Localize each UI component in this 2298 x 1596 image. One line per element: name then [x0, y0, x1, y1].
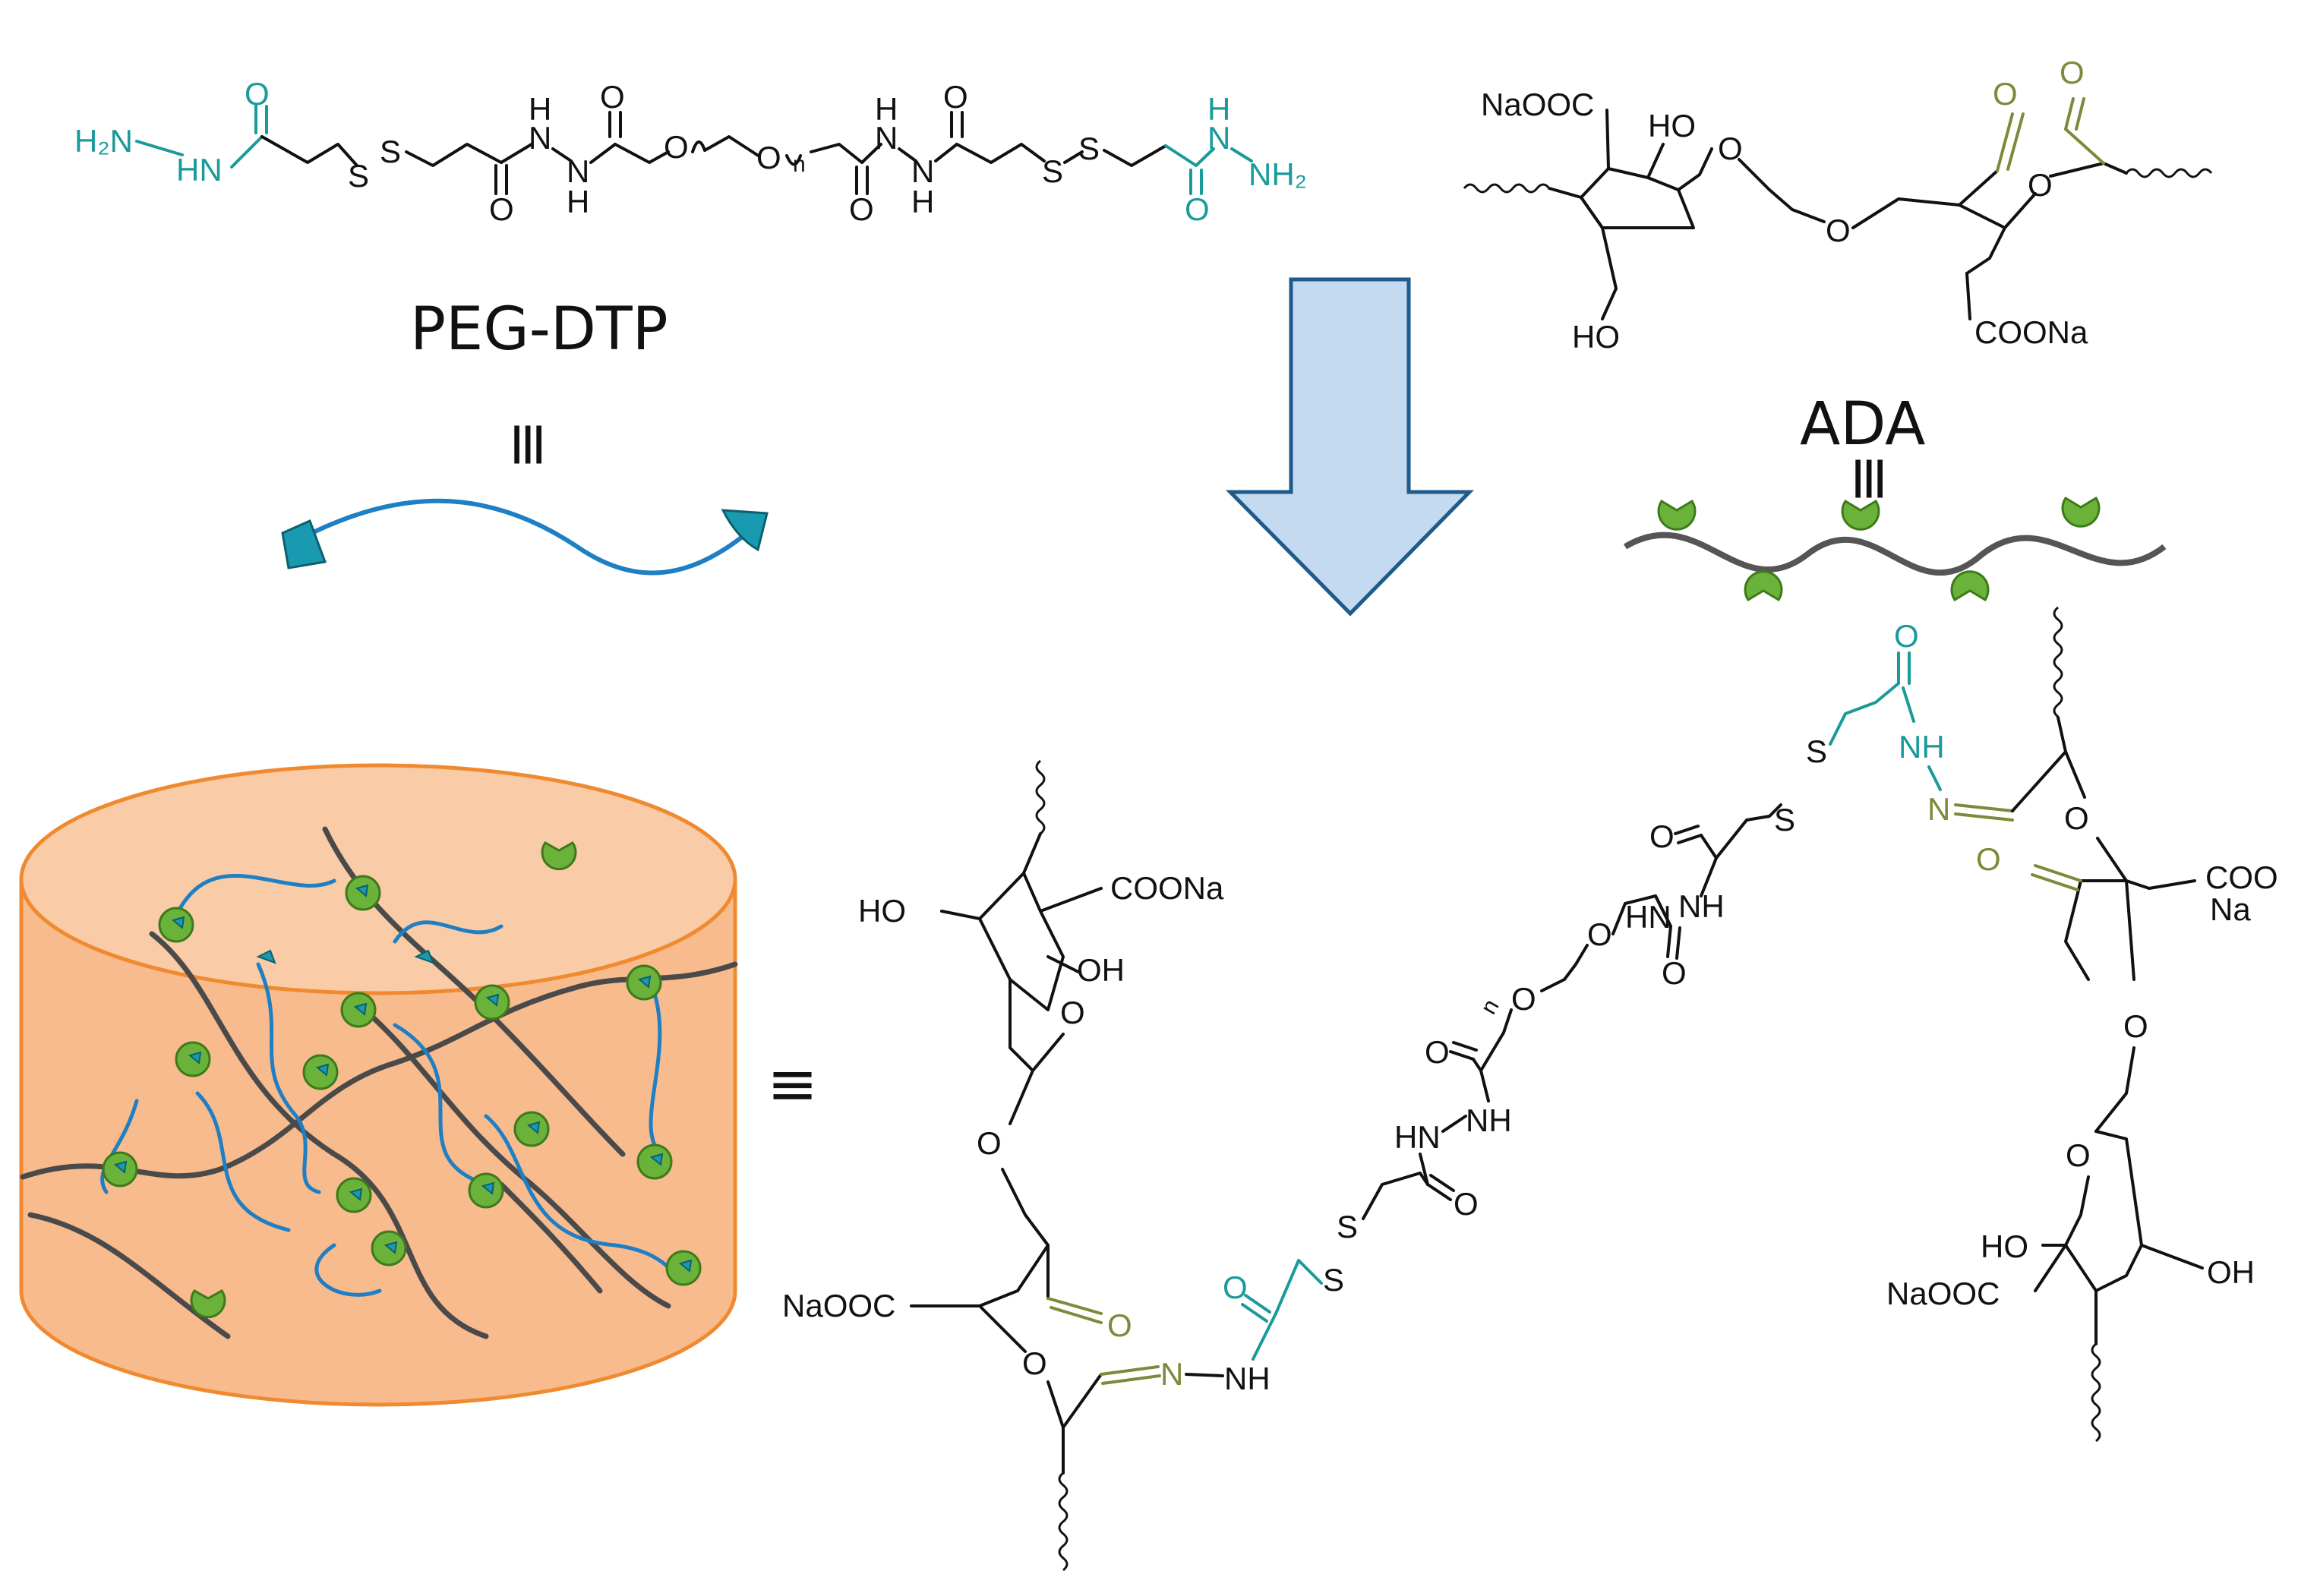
ada-bead-3: [2061, 496, 2101, 528]
atom-s-1: S: [348, 158, 369, 194]
atom-s-2: S: [380, 134, 401, 169]
atom-o-1: O: [245, 76, 270, 112]
atom-n-3: N: [875, 120, 898, 156]
net-mid-nh: NH: [1466, 1102, 1512, 1138]
net-right-ring-o-2: O: [2066, 1137, 2091, 1173]
net-left-ho: HO: [858, 893, 906, 929]
reaction-arrow: [1226, 277, 1474, 617]
peg-dtp-label: PEG-DTP: [410, 295, 668, 364]
ada-equiv-sign: ≡: [1836, 453, 1906, 504]
net-mid-o-3: O: [1511, 981, 1536, 1017]
atom-s-3: S: [1042, 153, 1063, 189]
net-left-ring-o: O: [1060, 995, 1085, 1030]
atom-h-2: H: [567, 184, 589, 219]
net-left-bridge-o: O: [977, 1125, 1002, 1161]
net-left-s-2: S: [1337, 1209, 1358, 1244]
peg-end-cap-right: [721, 509, 769, 552]
atom-o-2: O: [489, 191, 514, 227]
network-equiv-sign: ≡: [767, 1049, 818, 1119]
ada-ho-bottom: HO: [1572, 319, 1620, 355]
peg-equiv-sign: ≡: [494, 419, 565, 470]
ada-bead-4: [1744, 570, 1783, 602]
net-left-coona: COONa: [1110, 870, 1224, 906]
net-right-bridge-o: O: [2123, 1008, 2148, 1044]
ada-structure: NaOOC HO O HO O O COONa O O: [1463, 55, 2213, 355]
net-left-oh: OH: [1077, 952, 1125, 988]
ada-bead-2: [1841, 499, 1880, 531]
atom-n-1: N: [529, 120, 551, 156]
ada-label: ADA: [1800, 390, 1925, 459]
peg-end-cap-left: [281, 519, 327, 569]
atom-h-3: H: [875, 91, 898, 127]
ada-bead-5: [1950, 570, 1990, 602]
net-left-imine-n: N: [1160, 1356, 1183, 1392]
atom-nh2: NH₂: [1248, 156, 1307, 192]
atom-n-2: N: [567, 153, 589, 189]
ada-ho-top: HO: [1648, 108, 1696, 144]
atom-o-6: O: [849, 191, 874, 227]
atom-h-5: H: [1207, 91, 1230, 127]
net-right-ho: HO: [1981, 1229, 2028, 1264]
atom-s-4: S: [1078, 131, 1100, 166]
atom-n-5: N: [1207, 120, 1230, 156]
ada-aldehyde-o-1: O: [1993, 76, 2018, 112]
net-right-coo: COO: [2205, 860, 2278, 895]
net-left-ring-o-2: O: [1022, 1345, 1047, 1381]
hydrogel-cylinder: [19, 763, 738, 1407]
atom-hn: HN: [176, 152, 223, 188]
net-left-aldehyde-o: O: [1107, 1307, 1132, 1343]
net-left-s-1: S: [1323, 1262, 1344, 1298]
net-right-carbonyl-o: O: [1894, 618, 1919, 654]
net-right-nh: NH: [1899, 729, 1945, 765]
atom-o-3: O: [600, 79, 625, 115]
ada-cartoon: [1623, 496, 2167, 602]
net-left-carbonyl-o: O: [1223, 1270, 1248, 1305]
atom-o-8: O: [1185, 191, 1210, 227]
atom-n-4: N: [911, 153, 934, 189]
net-mid-hn-2: HN: [1625, 899, 1671, 935]
net-right-imine-n: N: [1927, 791, 1950, 827]
net-right-oh: OH: [2207, 1254, 2255, 1290]
net-mid-o-1: O: [1454, 1186, 1479, 1222]
net-left-naooc: NaOOC: [782, 1288, 895, 1323]
net-right-s-1: S: [1774, 802, 1795, 837]
net-right-s-2: S: [1806, 733, 1827, 769]
net-right-naooc: NaOOC: [1886, 1276, 2000, 1311]
net-mid-o-6: O: [1649, 819, 1675, 854]
net-mid-hn: HN: [1394, 1119, 1441, 1155]
ada-naooc: NaOOC: [1481, 87, 1594, 122]
net-left-nh: NH: [1224, 1361, 1271, 1396]
ada-aldehyde-o-2: O: [2060, 55, 2085, 90]
ada-bridge-o: O: [1826, 213, 1851, 248]
net-mid-repeat-n: n: [1476, 995, 1504, 1019]
net-right-na: Na: [2210, 891, 2251, 927]
ada-bead-1: [1657, 499, 1697, 531]
net-right-ring-o: O: [2064, 800, 2089, 836]
peg-repeat-n: n: [793, 152, 806, 177]
atom-h2n: H₂N: [74, 123, 133, 159]
net-mid-o-2: O: [1425, 1034, 1450, 1070]
atom-h-4: H: [911, 184, 934, 219]
ada-coona: COONa: [1974, 314, 2088, 350]
net-right-aldehyde-o: O: [1976, 841, 2001, 877]
atom-o-4: O: [664, 129, 689, 165]
net-mid-o-4: O: [1587, 916, 1612, 952]
net-mid-o-5: O: [1662, 955, 1687, 991]
atom-o-5: O: [756, 140, 781, 175]
peg-dtp-cartoon: [281, 498, 769, 576]
peg-dtp-structure: H₂N HN O S S O H N N H O O O n O H: [74, 76, 1307, 227]
atom-o-7: O: [943, 79, 968, 115]
atom-h-1: H: [529, 91, 551, 127]
network-structure: COONa HO OH O O O NaOOC O N NH O S S: [782, 606, 2278, 1572]
